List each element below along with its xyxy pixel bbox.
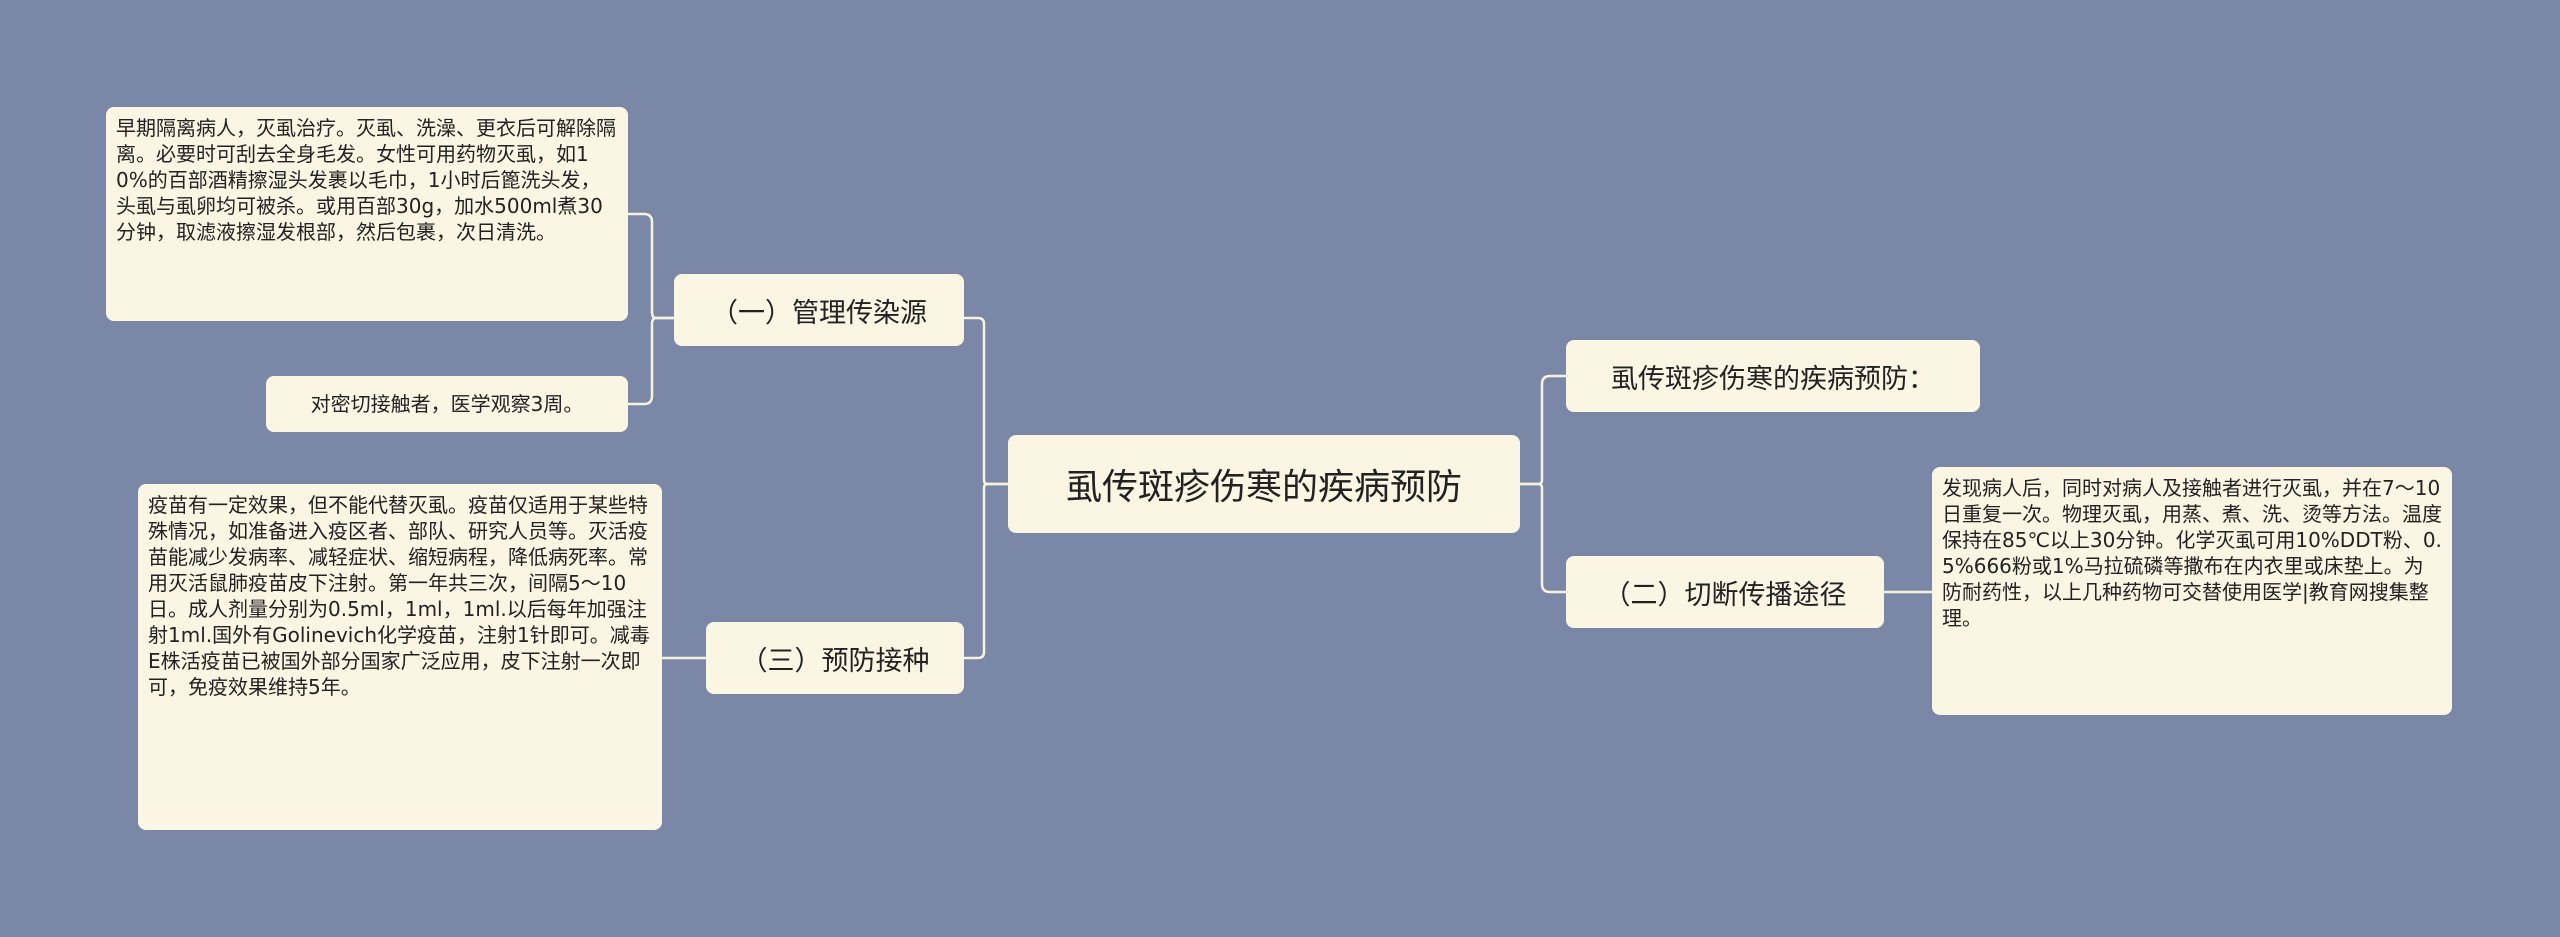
note-text: 发现病人后，同时对病人及接触者进行灭虱，并在7～10日重复一次。物理灭虱，用蒸、…: [1942, 476, 2442, 630]
branch-label: 虱传斑疹伤寒的疾病预防：: [1611, 363, 1935, 395]
branch-node-manage-source[interactable]: （一）管理传染源: [674, 274, 964, 346]
note-delousing-methods[interactable]: 发现病人后，同时对病人及接触者进行灭虱，并在7～10日重复一次。物理灭虱，用蒸、…: [1932, 467, 2452, 715]
root-node[interactable]: 虱传斑疹伤寒的疾病预防: [1008, 435, 1520, 533]
note-vaccine-details[interactable]: 疫苗有一定效果，但不能代替灭虱。疫苗仅适用于某些特殊情况，如准备进入疫区者、部队…: [138, 484, 662, 830]
branch-label: （一）管理传染源: [711, 297, 927, 329]
root-label: 虱传斑疹伤寒的疾病预防: [1065, 467, 1462, 508]
note-isolation-treatment[interactable]: 早期隔离病人，灭虱治疗。灭虱、洗澡、更衣后可解除隔离。必要时可刮去全身毛发。女性…: [106, 107, 628, 321]
branch-label: （三）预防接种: [740, 645, 930, 677]
branch-node-vaccination[interactable]: （三）预防接种: [706, 622, 964, 694]
connector-root-b2: [1520, 482, 1566, 594]
note-text: 疫苗有一定效果，但不能代替灭虱。疫苗仅适用于某些特殊情况，如准备进入疫区者、部队…: [148, 493, 650, 699]
branch-node-cut-transmission[interactable]: （二）切断传播途径: [1566, 556, 1884, 628]
branch-label: （二）切断传播途径: [1603, 579, 1847, 611]
connector-root-intro: [1520, 374, 1566, 486]
connector-root-b1: [964, 316, 1008, 486]
note-text: 对密切接触者，医学观察3周。: [310, 392, 584, 416]
connector-b1-note2: [628, 316, 674, 406]
note-close-contacts[interactable]: 对密切接触者，医学观察3周。: [266, 376, 628, 432]
note-text: 早期隔离病人，灭虱治疗。灭虱、洗澡、更衣后可解除隔离。必要时可刮去全身毛发。女性…: [116, 116, 616, 244]
connector-b1-note1: [628, 212, 674, 320]
branch-node-intro[interactable]: 虱传斑疹伤寒的疾病预防：: [1566, 340, 1980, 412]
connector-root-b3: [964, 482, 1008, 660]
